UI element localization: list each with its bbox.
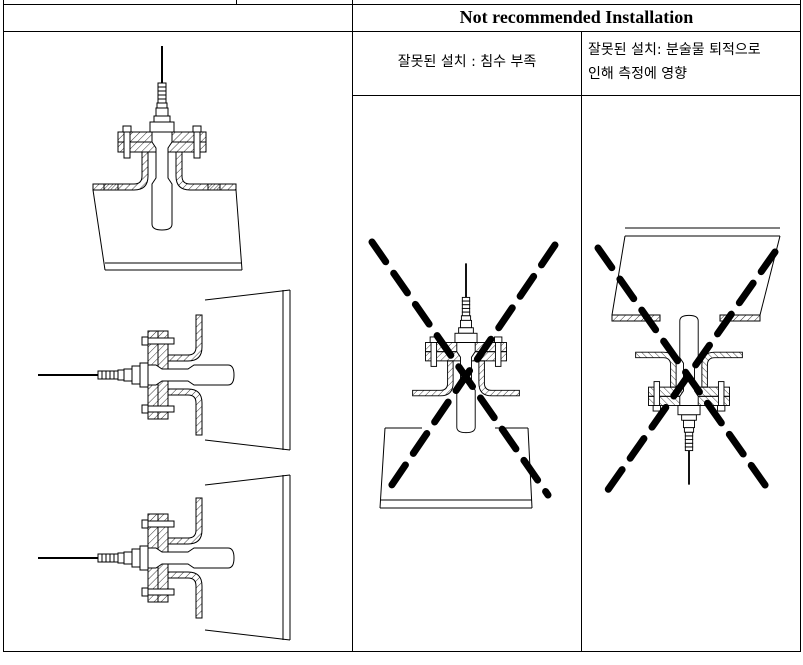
case-1-cross-mark: [368, 238, 559, 499]
not-recommended-header: Not recommended Installation: [459, 7, 694, 27]
recommended-installation-top-mount: [92, 45, 243, 271]
case-2-cross-mark: [594, 244, 779, 498]
recommended-installation-side-mount-lower: [37, 474, 291, 641]
case-1-label: 잘못된 설치 : 침수 부족: [397, 54, 537, 70]
recommended-installation-side-mount-upper: [37, 289, 291, 451]
case-2-label-line2: 인해 측정에 영향: [588, 66, 688, 82]
case-2-drawing: [611, 227, 781, 485]
case-2-label-line1: 잘못된 설치: 분술물 퇴적으로: [588, 42, 761, 58]
